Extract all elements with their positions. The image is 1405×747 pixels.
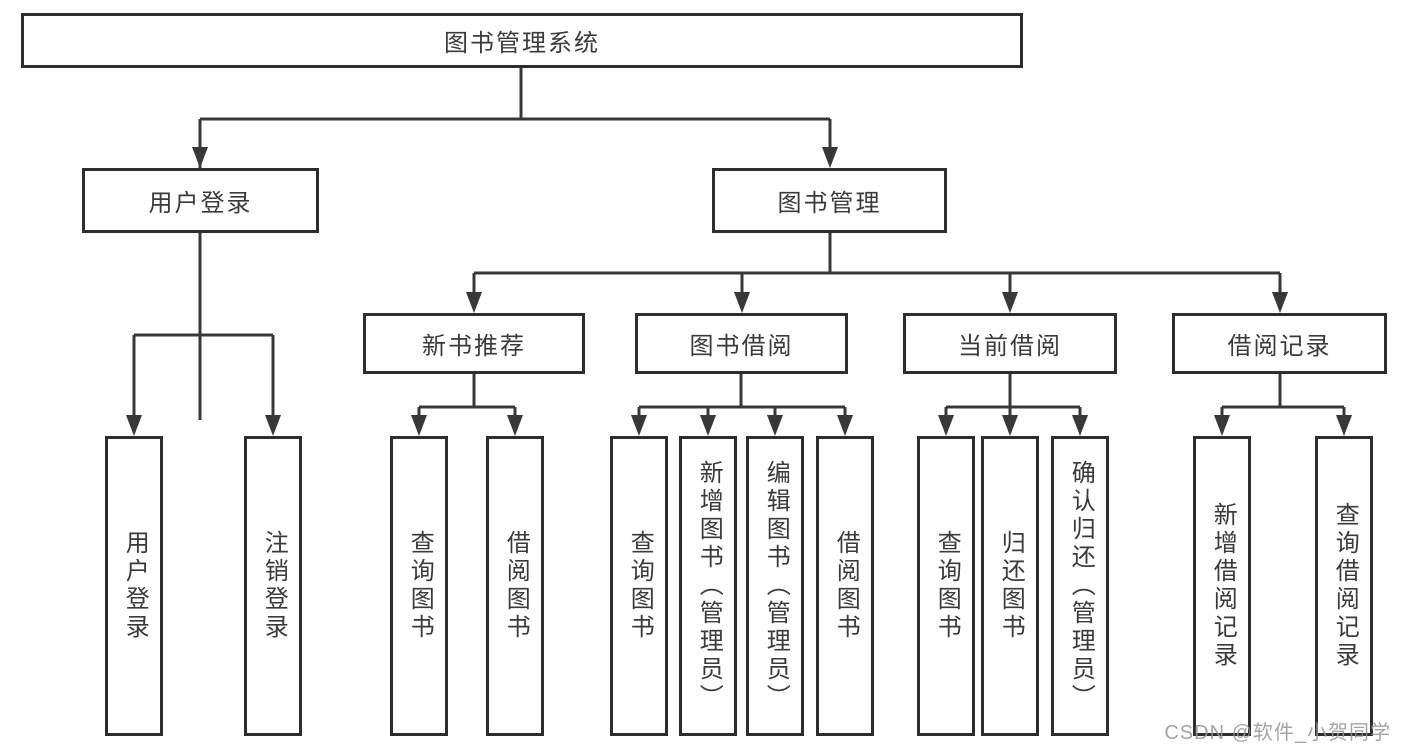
node-new-book-recommend: 新书推荐	[363, 313, 585, 374]
node-label: 用户登录	[148, 190, 253, 217]
arrowhead	[507, 415, 523, 436]
node-leaf-query-books-recommend: 查询图书	[390, 436, 448, 736]
connector-new-book	[417, 374, 517, 424]
node-user-login: 用户登录	[82, 168, 319, 233]
arrowhead	[192, 147, 208, 168]
arrowhead	[466, 292, 482, 313]
node-label: 查询图书	[406, 530, 434, 642]
node-label: 编辑图书（管理员）	[762, 460, 790, 712]
arrowhead	[1272, 292, 1288, 313]
node-leaf-borrow-books-borrowing: 借阅图书	[816, 436, 874, 736]
node-label: 当前借阅	[958, 333, 1062, 360]
node-leaf-borrow-books-recommend: 借阅图书	[486, 436, 544, 736]
arrowhead	[1002, 292, 1018, 313]
connector-book-borrowing	[637, 374, 847, 424]
connector-current-borrowing	[944, 374, 1082, 424]
node-label: 图书管理系统	[444, 30, 600, 57]
node-leaf-add-books-admin: 新增图书（管理员）	[679, 436, 737, 736]
node-leaf-confirm-return-admin: 确认归还（管理员）	[1051, 436, 1109, 736]
arrowhead	[837, 415, 853, 436]
node-leaf-logout: 注销登录	[244, 436, 302, 736]
node-current-borrowing: 当前借阅	[903, 313, 1117, 374]
connector-book-management	[472, 233, 1282, 301]
arrowhead	[1336, 415, 1352, 436]
node-label: 图书借阅	[689, 333, 794, 360]
node-label: 确认归还（管理员）	[1067, 460, 1095, 712]
node-leaf-query-borrow-record: 查询借阅记录	[1315, 436, 1373, 736]
arrowhead	[734, 292, 750, 313]
node-label: 图书管理	[777, 190, 882, 217]
node-book-management: 图书管理	[712, 168, 947, 233]
node-label: 新书推荐	[422, 333, 526, 360]
node-label: 借阅图书	[832, 530, 860, 642]
arrowhead	[1214, 415, 1230, 436]
node-label: 新增图书（管理员）	[695, 460, 723, 712]
node-book-borrowing: 图书借阅	[635, 313, 848, 374]
node-label: 查询图书	[626, 530, 654, 642]
arrowhead	[126, 415, 142, 436]
node-label: 注销登录	[260, 530, 288, 642]
arrowhead	[700, 415, 716, 436]
node-label: 借阅记录	[1227, 333, 1332, 360]
node-leaf-add-borrow-record: 新增借阅记录	[1193, 436, 1251, 736]
connector-borrow-records	[1220, 374, 1346, 424]
node-leaf-user-login: 用户登录	[105, 436, 163, 736]
node-label: 查询借阅记录	[1331, 502, 1359, 670]
arrowhead	[1072, 415, 1088, 436]
arrowhead	[411, 415, 427, 436]
node-leaf-return-books: 归还图书	[981, 436, 1039, 736]
arrowhead	[631, 415, 647, 436]
node-leaf-query-books-current: 查询图书	[917, 436, 975, 736]
connector-user-login	[132, 233, 275, 424]
arrowhead	[1002, 415, 1018, 436]
arrowhead	[938, 415, 954, 436]
node-leaf-query-books-borrowing: 查询图书	[610, 436, 668, 736]
node-label: 归还图书	[997, 530, 1025, 642]
node-label: 用户登录	[121, 530, 149, 642]
node-label: 借阅图书	[502, 530, 530, 642]
csdn-watermark: CSDN @软件_小贺同学	[1164, 722, 1391, 744]
arrowhead	[822, 147, 838, 168]
node-root-library-system: 图书管理系统	[21, 13, 1023, 68]
node-label: 查询图书	[933, 530, 961, 642]
node-borrow-records: 借阅记录	[1172, 313, 1387, 374]
arrowhead	[265, 415, 281, 436]
arrowhead	[767, 415, 783, 436]
node-label: 新增借阅记录	[1209, 502, 1237, 670]
node-leaf-edit-books-admin: 编辑图书（管理员）	[746, 436, 804, 736]
